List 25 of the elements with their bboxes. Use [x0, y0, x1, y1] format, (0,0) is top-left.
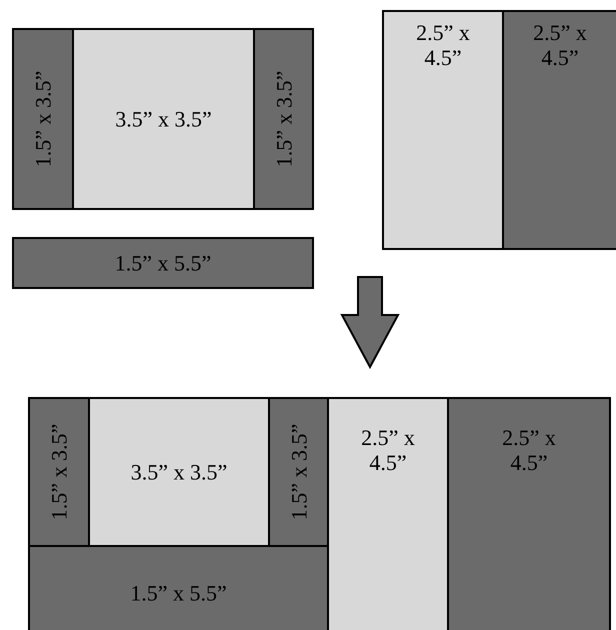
piece-label: 2.5” x 4.5”	[360, 425, 416, 476]
block-arrow	[340, 276, 400, 370]
fabric-piece	[382, 10, 504, 250]
fabric-piece	[268, 397, 329, 547]
piece-label: 1.5” x 5.5”	[114, 250, 212, 276]
piece-label: 1.5” x 5.5”	[129, 580, 228, 606]
piece-label: 2.5” x 4.5”	[532, 20, 588, 71]
piece-label: 1.5” x 3.5”	[286, 424, 312, 520]
piece-label: 1.5” x 3.5”	[46, 424, 72, 520]
fabric-piece	[253, 28, 314, 210]
fabric-piece	[28, 397, 90, 547]
piece-label: 2.5” x 4.5”	[415, 20, 471, 71]
fabric-piece	[88, 397, 270, 547]
piece-label: 3.5” x 3.5”	[114, 106, 213, 132]
piece-label: 2.5” x 4.5”	[501, 425, 557, 476]
fabric-piece	[12, 237, 314, 289]
fabric-piece	[28, 545, 329, 630]
fabric-piece	[447, 397, 611, 630]
fabric-piece	[327, 397, 449, 630]
fabric-piece	[72, 28, 255, 210]
piece-label: 1.5” x 3.5”	[270, 70, 296, 168]
piece-label: 3.5” x 3.5”	[130, 459, 228, 485]
piece-label: 1.5” x 3.5”	[30, 70, 56, 168]
fabric-piece	[502, 10, 616, 250]
fabric-piece	[12, 28, 74, 210]
